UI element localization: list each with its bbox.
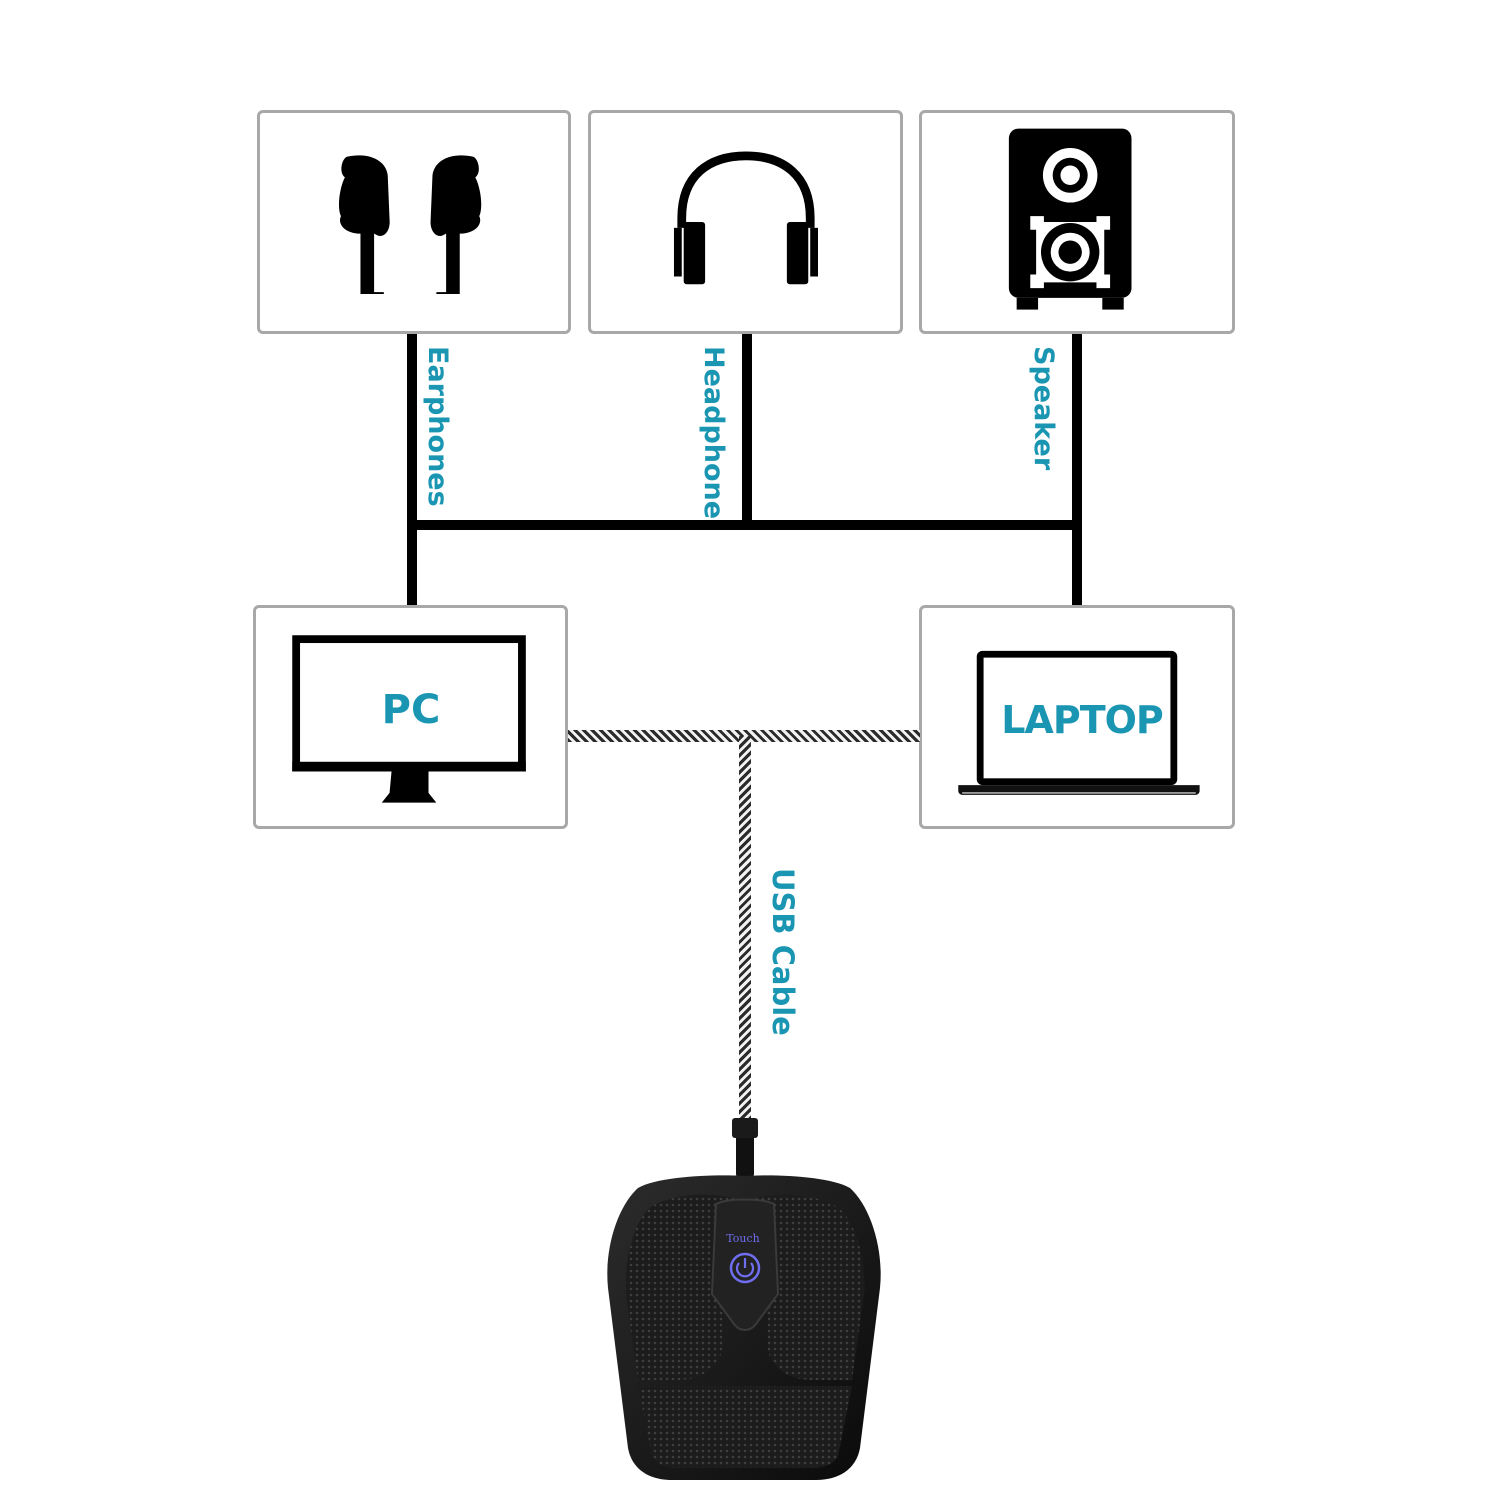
speaker-label: Speaker [1028, 346, 1059, 471]
earphones-line [407, 334, 417, 605]
laptop-icon [958, 650, 1200, 795]
power-icon[interactable] [729, 1252, 761, 1284]
touch-label: Touch [726, 1232, 760, 1245]
horizontal-bus-line [407, 520, 1082, 530]
laptop-box: LAPTOP [919, 605, 1235, 829]
earphones-label: Earphones [422, 346, 453, 507]
laptop-screen-text: LAPTOP [1001, 698, 1164, 742]
speaker-icon [1008, 128, 1132, 310]
usb-cable-vertical [739, 736, 751, 1128]
speaker-box [919, 110, 1235, 334]
earbuds-icon [338, 155, 482, 295]
microphone-body [607, 1118, 881, 1480]
headphones-icon [673, 151, 819, 285]
speaker-line [1072, 334, 1082, 605]
pc-screen-text: PC [381, 687, 441, 733]
headphone-line [742, 334, 752, 529]
pc-box: PC [253, 605, 568, 829]
usb-microphone: Touch [598, 1118, 888, 1488]
earphones-box [257, 110, 571, 334]
usb-cable-label: USB Cable [766, 868, 800, 1036]
headphone-label: Headphone [698, 346, 729, 520]
headphone-box [588, 110, 903, 334]
desktop-monitor-icon [292, 635, 526, 803]
